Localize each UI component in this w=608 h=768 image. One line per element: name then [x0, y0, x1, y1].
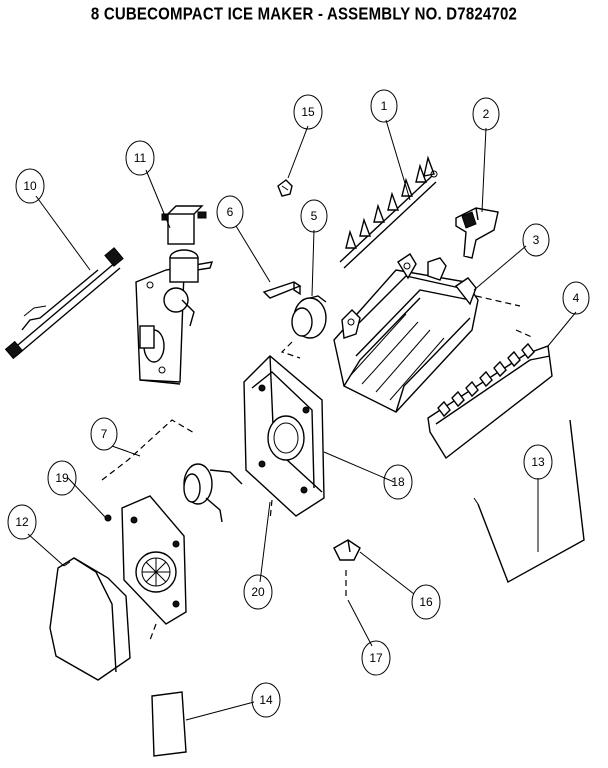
callout-label-7: 7 — [101, 427, 108, 441]
callout-label-4: 4 — [573, 291, 580, 305]
callout-2: 2 — [472, 97, 500, 131]
callout-1: 1 — [370, 89, 398, 123]
part-10-wire-harness — [4, 247, 124, 360]
part-11-water-valve — [135, 205, 214, 385]
callout-label-6: 6 — [227, 205, 234, 219]
callout-label-11: 11 — [134, 151, 147, 165]
callout-label-19: 19 — [55, 471, 69, 485]
part-3-mold — [333, 253, 521, 413]
callout-label-3: 3 — [533, 233, 540, 247]
part-7-dashed-harness — [101, 419, 243, 523]
callout-18: 18 — [383, 464, 413, 500]
callout-10: 10 — [15, 168, 45, 204]
callout-12: 12 — [7, 504, 37, 540]
part-15-clip — [277, 179, 293, 197]
part-12-cover — [49, 557, 131, 681]
part-4-stripper — [427, 329, 553, 460]
callout-label-2: 2 — [483, 107, 490, 121]
callout-label-13: 13 — [531, 455, 545, 469]
part-13-arm-wire — [473, 419, 585, 584]
callout-6: 6 — [216, 195, 244, 229]
callout-13: 13 — [523, 444, 553, 480]
callout-3: 3 — [522, 223, 550, 257]
callout-label-17: 17 — [369, 651, 383, 665]
part-14-label — [151, 691, 187, 757]
callout-16: 16 — [411, 584, 441, 620]
callout-19: 19 — [47, 460, 77, 496]
callout-11: 11 — [125, 140, 155, 176]
callout-17: 17 — [361, 640, 391, 676]
part-control-plate — [121, 495, 187, 641]
callout-label-5: 5 — [311, 209, 318, 223]
leader-lines — [27, 119, 577, 721]
part-6-shutoff-arm — [262, 281, 302, 299]
callout-label-14: 14 — [259, 693, 273, 707]
callout-label-10: 10 — [23, 179, 37, 193]
diagram-title: 8 CUBECOMPACT ICE MAKER - ASSEMBLY NO. D… — [90, 4, 518, 25]
callout-4: 4 — [562, 281, 590, 315]
callout-label-20: 20 — [251, 585, 265, 599]
callout-7: 7 — [90, 417, 118, 451]
callout-15: 15 — [293, 94, 323, 130]
callout-label-18: 18 — [391, 475, 405, 489]
callout-14: 14 — [251, 682, 281, 718]
callout-label-1: 1 — [381, 99, 388, 113]
callout-20: 20 — [243, 574, 273, 610]
part-2-bracket — [455, 207, 499, 259]
part-5-motor — [280, 295, 327, 359]
callout-label-12: 12 — [15, 515, 29, 529]
part-16-bracket — [333, 539, 361, 596]
part-18-housing — [243, 355, 325, 521]
callout-label-15: 15 — [301, 105, 315, 119]
callout-5: 5 — [300, 199, 328, 233]
callout-label-16: 16 — [419, 595, 433, 609]
callouts: 10 11 15 6 5 1 2 3 4 13 7 19 12 18 20 16… — [7, 89, 590, 718]
part-1-ejector-blade — [339, 155, 438, 269]
